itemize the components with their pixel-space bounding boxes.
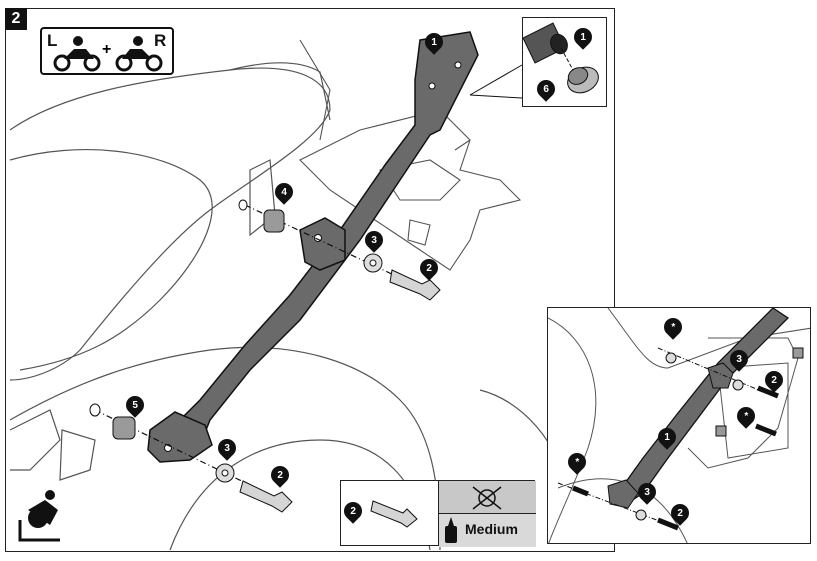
right-side-label: R: [154, 31, 167, 50]
plus-sign: +: [102, 41, 112, 58]
fastener-legend: Medium: [340, 480, 536, 547]
legend-part: [341, 481, 439, 545]
step-number: 2: [5, 8, 27, 30]
side-indicator: L + R: [40, 27, 174, 75]
thread-locker-icon: [445, 517, 457, 543]
bolt-upper: [389, 269, 441, 301]
thread-lock-cell: Medium: [439, 514, 536, 547]
no-grease-icon: [472, 486, 502, 510]
thread-lock-strength: Medium: [465, 521, 518, 537]
motorcycle-left-icon: [53, 36, 101, 72]
no-grease-cell: [439, 481, 536, 514]
step-frame: [5, 8, 615, 552]
legend-bolt-drawing: [370, 500, 418, 528]
lower-mount-tab: [147, 411, 213, 463]
end-cap-inset: [522, 17, 607, 107]
seat-outline: [9, 67, 331, 381]
spacer-lower: [112, 416, 136, 440]
motorcycle-right-icon: [115, 36, 163, 72]
upper-mount-tab: [299, 217, 346, 271]
end-cap-drawing: [523, 22, 599, 94]
left-side-label: L: [47, 31, 58, 50]
motorcycle-corner-icon: [18, 490, 60, 542]
bolt-lower: [239, 480, 293, 513]
spacer-upper: [263, 209, 285, 233]
